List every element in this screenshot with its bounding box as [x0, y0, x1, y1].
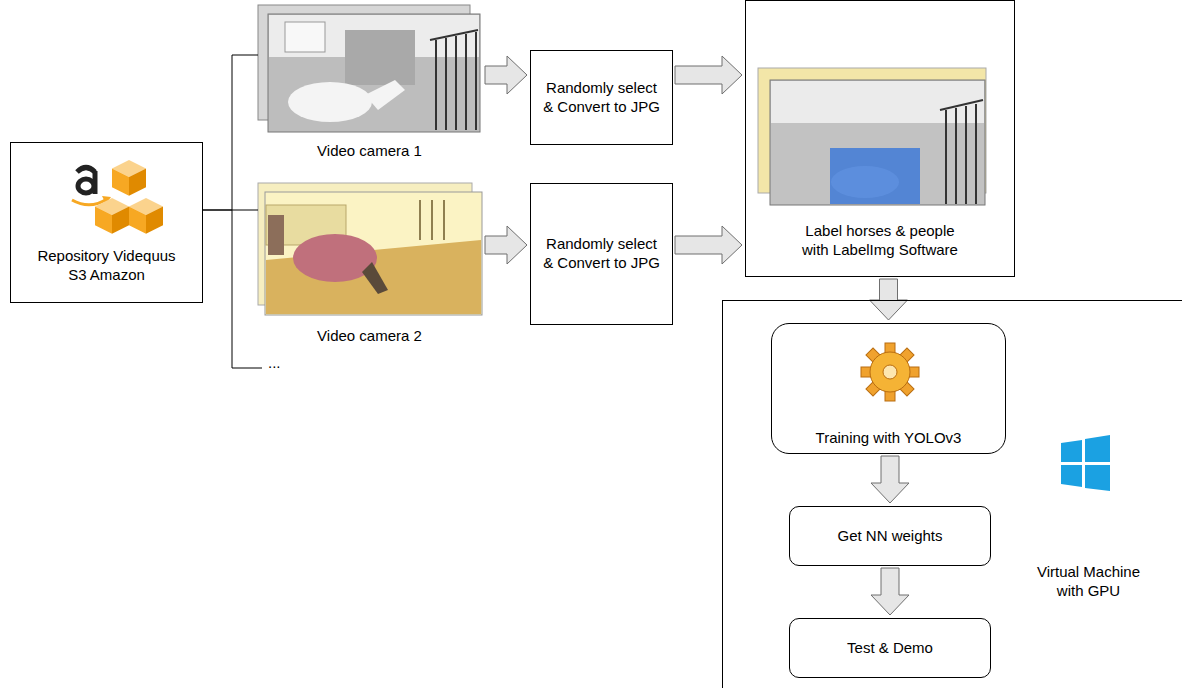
photo-door: [345, 30, 415, 85]
labelled-photo: [758, 68, 986, 205]
photo-frame: [265, 192, 482, 315]
process-box: Randomly select & Convert to JPG: [530, 50, 673, 145]
camera-frames: Video camera 2: [258, 183, 483, 352]
ellipsis-label: ...: [268, 354, 281, 371]
connector-group: [203, 55, 909, 615]
photo-frame: [770, 80, 985, 205]
rail: [465, 34, 467, 130]
node-text: Get NN weights: [795, 527, 985, 546]
photo-wall: [771, 81, 984, 123]
logo-letter: [78, 179, 94, 193]
branch-line: [232, 368, 262, 369]
bar: [431, 200, 433, 240]
bar: [443, 200, 445, 240]
branch-line: [203, 210, 258, 211]
amazon-logo: [72, 160, 163, 234]
logo-pane: [1085, 435, 1110, 462]
rail: [445, 38, 447, 130]
logo-letter: [77, 168, 95, 173]
node-text: Test & Demo: [795, 639, 985, 658]
cube-face: [95, 207, 112, 234]
process-box: Randomly select & Convert to JPG: [530, 183, 673, 325]
node-text: Randomly select & Convert to JPG: [541, 235, 662, 273]
cube-face: [112, 207, 129, 234]
bounding-box: [830, 148, 920, 204]
cube-face: [129, 169, 146, 196]
photo-railing: [940, 100, 983, 204]
horse-head: [362, 262, 388, 294]
node-text: Video camera 2: [257, 327, 482, 346]
block-arrow: [871, 568, 909, 615]
person: [268, 215, 284, 255]
labeling-box: Label horses & people with LabelImg Soft…: [745, 0, 1015, 277]
node-text: Randomly select & Convert to JPG: [541, 79, 662, 117]
gear-hole: [883, 365, 897, 379]
gear-body: [870, 352, 910, 392]
rail: [975, 104, 977, 204]
block-arrow: [675, 56, 742, 94]
windows-logo: [1061, 435, 1110, 491]
block-arrow: [871, 456, 909, 503]
rail: [945, 110, 947, 204]
training-box: Training with YOLOv3: [771, 323, 1006, 454]
node-text: Training with YOLOv3: [776, 429, 1001, 448]
photo-window: [285, 22, 325, 52]
cube-face: [146, 207, 163, 234]
bar: [419, 200, 421, 240]
horse: [288, 82, 372, 122]
camera-frames: Video camera 1: [258, 5, 483, 167]
logo-pane: [1061, 440, 1082, 462]
node-text: Virtual Machine with GPU: [1026, 563, 1151, 601]
camera-photo: [258, 183, 482, 315]
photo-bars: [420, 200, 444, 240]
gear-icon: [861, 343, 919, 401]
photo-railing: [430, 30, 478, 130]
logo-cube: [129, 198, 163, 234]
node-text: Repository Videquus S3 Amazon: [32, 247, 182, 285]
vm-region: Virtual Machine with GPU Training with YO…: [722, 300, 1182, 688]
logo-cube: [112, 160, 146, 196]
camera-photo: [258, 5, 480, 132]
node-text: Label horses & people with LabelImg Soft…: [796, 222, 964, 260]
rail: [455, 36, 457, 130]
cube-face: [129, 207, 146, 234]
photo-frame: [268, 14, 480, 132]
process-box: Test & Demo: [789, 618, 991, 678]
repository-box: Repository Videquus S3 Amazon: [10, 142, 203, 303]
rail: [430, 30, 478, 40]
logo-pane: [1061, 465, 1082, 487]
gear-teeth: [861, 343, 919, 401]
rail: [955, 108, 957, 204]
rail: [435, 40, 437, 130]
horse: [365, 80, 405, 110]
block-arrow: [485, 226, 527, 264]
node-text: Video camera 1: [257, 142, 482, 161]
rail: [475, 32, 477, 130]
logo-cube: [95, 198, 129, 234]
block-arrow: [675, 226, 742, 264]
cube-face: [112, 169, 129, 196]
rail: [965, 106, 967, 204]
branch-line: [232, 210, 233, 368]
logo-pane: [1085, 465, 1110, 491]
process-box: Get NN weights: [789, 506, 991, 566]
block-arrow: [485, 56, 527, 94]
branch-line: [203, 55, 258, 210]
